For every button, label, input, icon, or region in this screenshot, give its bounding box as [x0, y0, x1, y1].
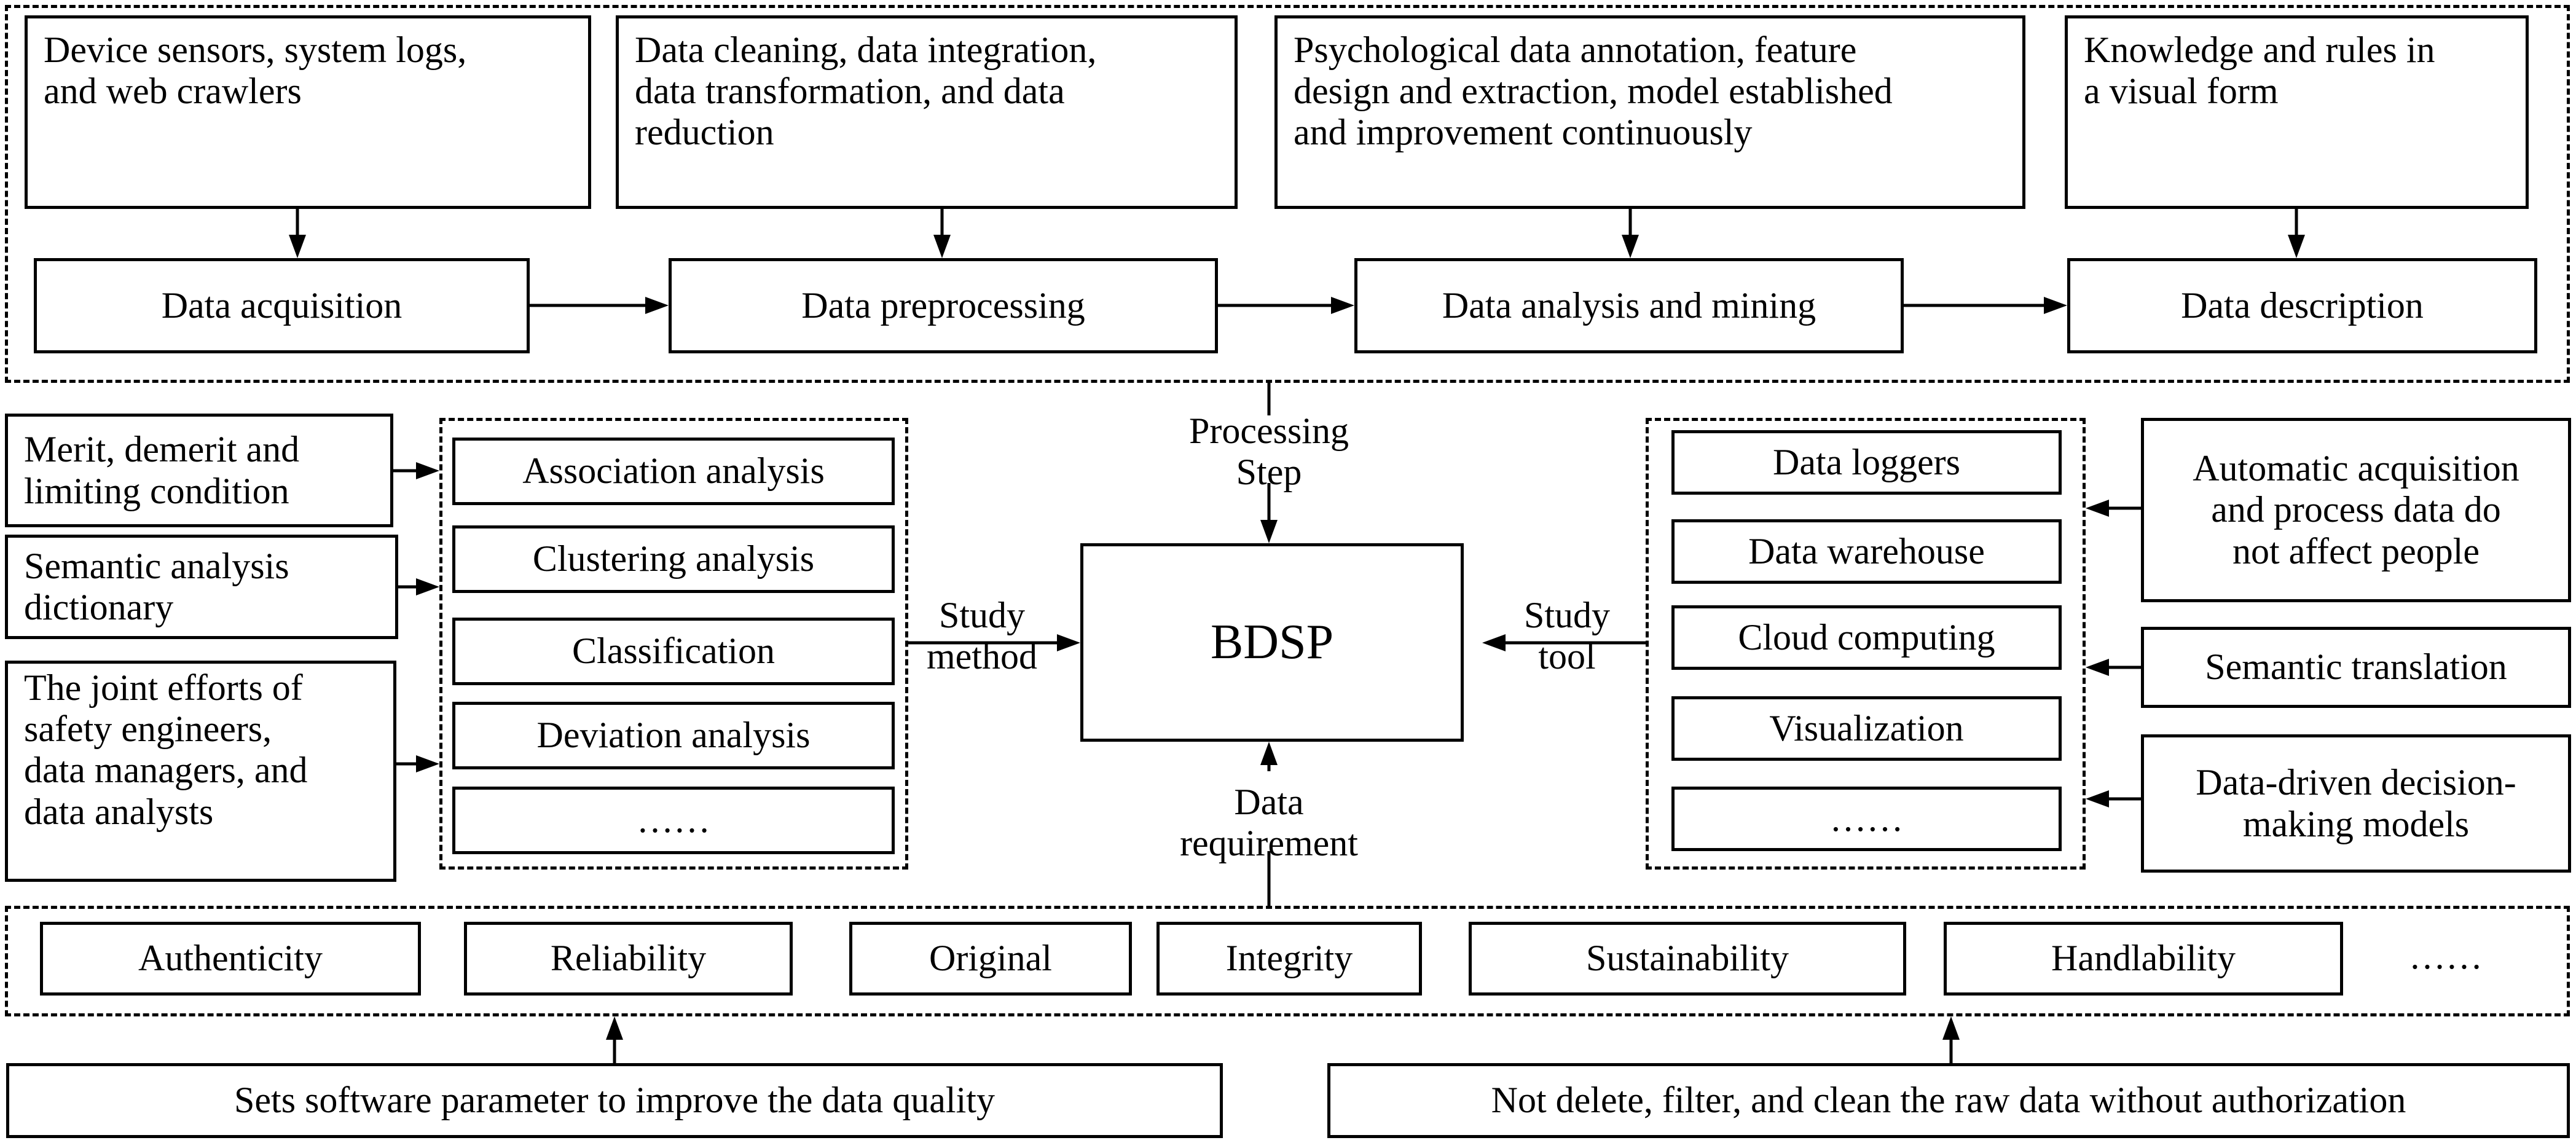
study-tools-group — [1646, 418, 2086, 870]
bdsp-box: BDSP — [1080, 543, 1464, 742]
method-more: …… — [452, 787, 895, 854]
tool-cloud-computing: Cloud computing — [1671, 605, 2062, 670]
tool-data-warehouse: Data warehouse — [1671, 519, 2062, 584]
requirement-original: Original — [849, 922, 1132, 996]
processing-step-band — [5, 5, 2570, 383]
left-note-joint-efforts: The joint efforts of safety engineers, d… — [5, 661, 396, 882]
method-association-analysis: Association analysis — [452, 438, 895, 505]
right-note-automatic-acquisition: Automatic acquisition and process data d… — [2141, 418, 2571, 602]
requirement-reliability: Reliability — [464, 922, 793, 996]
bottom-note-software-parameter: Sets software parameter to improve the d… — [6, 1063, 1223, 1138]
tool-more: …… — [1671, 787, 2062, 851]
requirement-handlability: Handlability — [1944, 922, 2343, 996]
right-note-decision-models: Data-driven decision- making models — [2141, 734, 2571, 873]
method-clustering-analysis: Clustering analysis — [452, 525, 895, 593]
left-note-merit: Merit, demerit and limiting condition — [5, 414, 393, 527]
right-note-semantic-translation: Semantic translation — [2141, 627, 2571, 708]
requirement-authenticity: Authenticity — [40, 922, 421, 996]
study-tool-label: Study tool — [1523, 595, 1611, 677]
step-data-acquisition: Data acquisition — [34, 258, 530, 353]
study-method-label: Study method — [927, 595, 1037, 677]
method-deviation-analysis: Deviation analysis — [452, 702, 895, 769]
step-data-analysis-and-mining: Data analysis and mining — [1354, 258, 1904, 353]
step-data-preprocessing: Data preprocessing — [669, 258, 1218, 353]
tool-data-loggers: Data loggers — [1671, 430, 2062, 495]
study-methods-group — [439, 418, 908, 870]
step-data-description: Data description — [2067, 258, 2537, 353]
acquisition-input-box: Device sensors, system logs, and web cra… — [25, 15, 591, 209]
left-note-semantic-dictionary: Semantic analysis dictionary — [5, 535, 398, 639]
bottom-note-raw-data: Not delete, filter, and clean the raw da… — [1327, 1063, 2570, 1138]
analysis-input-box: Psychological data annotation, feature d… — [1274, 15, 2025, 209]
requirement-integrity: Integrity — [1156, 922, 1422, 996]
description-input-box: Knowledge and rules in a visual form — [2065, 15, 2529, 209]
tool-visualization: Visualization — [1671, 696, 2062, 761]
data-requirement-label: Data requirement — [1180, 782, 1358, 864]
requirement-more: …… — [2409, 936, 2483, 976]
data-requirement-band — [5, 906, 2570, 1016]
method-classification: Classification — [452, 618, 895, 685]
requirement-sustainability: Sustainability — [1469, 922, 1906, 996]
processing-step-label: Processing Step — [1189, 410, 1349, 493]
preprocessing-input-box: Data cleaning, data integration, data tr… — [616, 15, 1238, 209]
